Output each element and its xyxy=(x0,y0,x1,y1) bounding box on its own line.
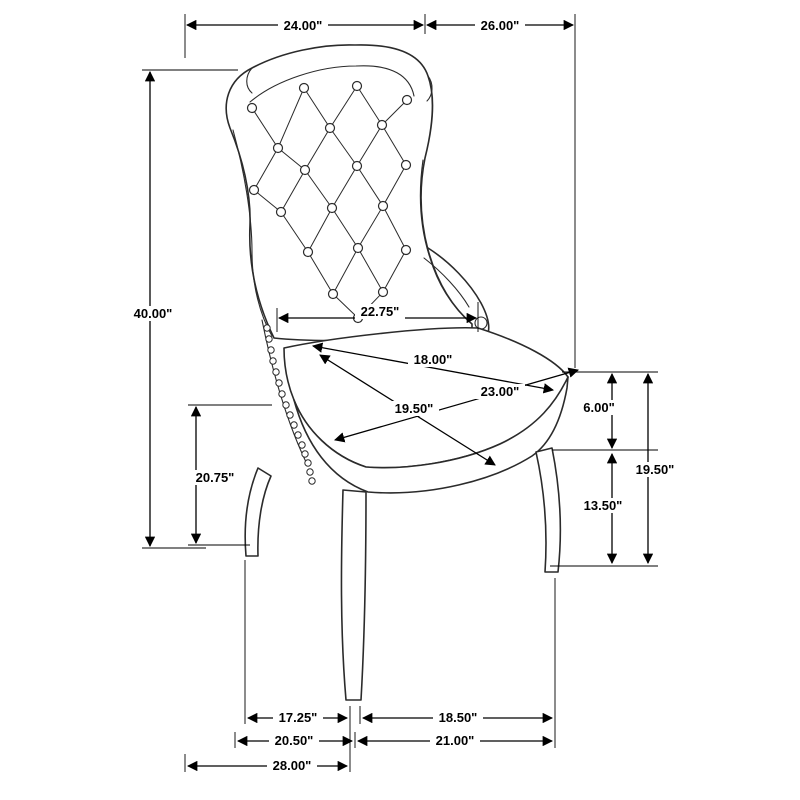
extension-lines xyxy=(142,14,658,772)
dim-label-front-leg-span: 17.25" xyxy=(279,710,318,725)
right-leg xyxy=(535,447,562,573)
dim-label-base-front: 20.50" xyxy=(275,733,314,748)
crest-scroll-right xyxy=(426,75,433,102)
left-leg xyxy=(244,467,272,557)
dim-label-seat-width-back: 22.75" xyxy=(361,304,400,319)
front-leg xyxy=(340,489,367,701)
dim-label-side-leg-span: 18.50" xyxy=(439,710,478,725)
right-wing-fold xyxy=(419,159,471,323)
dim-label-cushion-thickness: 6.00" xyxy=(583,400,614,415)
dim-label-seat-height: 19.50" xyxy=(636,462,675,477)
dim-label-base-side: 21.00" xyxy=(436,733,475,748)
chair-drawing xyxy=(225,44,569,701)
dim-label-overall-height: 40.00" xyxy=(134,306,173,321)
dim-label-arm-height: 20.75" xyxy=(196,470,235,485)
chair-back-outline xyxy=(225,44,473,342)
dim-label-top-left: 24.00" xyxy=(284,18,323,33)
dim-label-seat-depth: 18.00" xyxy=(414,352,453,367)
tufting-lattice xyxy=(251,85,408,319)
dim-label-seat-diagonal: 23.00" xyxy=(481,384,520,399)
dim-label-seat-width-front: 19.50" xyxy=(395,401,434,416)
dim-label-overall-depth: 28.00" xyxy=(273,758,312,773)
nailhead-trim xyxy=(263,324,316,485)
dim-label-top-right: 26.00" xyxy=(481,18,520,33)
crest-scroll-left xyxy=(246,67,253,94)
dim-label-leg-height: 13.50" xyxy=(584,498,623,513)
tuft-panel-edge xyxy=(249,65,415,103)
tufting-buttons xyxy=(246,80,413,324)
dimension-labels: 24.00" 26.00" 40.00" 20.75" 22.75" 18.00… xyxy=(128,18,680,773)
left-wing-fold xyxy=(232,129,273,337)
